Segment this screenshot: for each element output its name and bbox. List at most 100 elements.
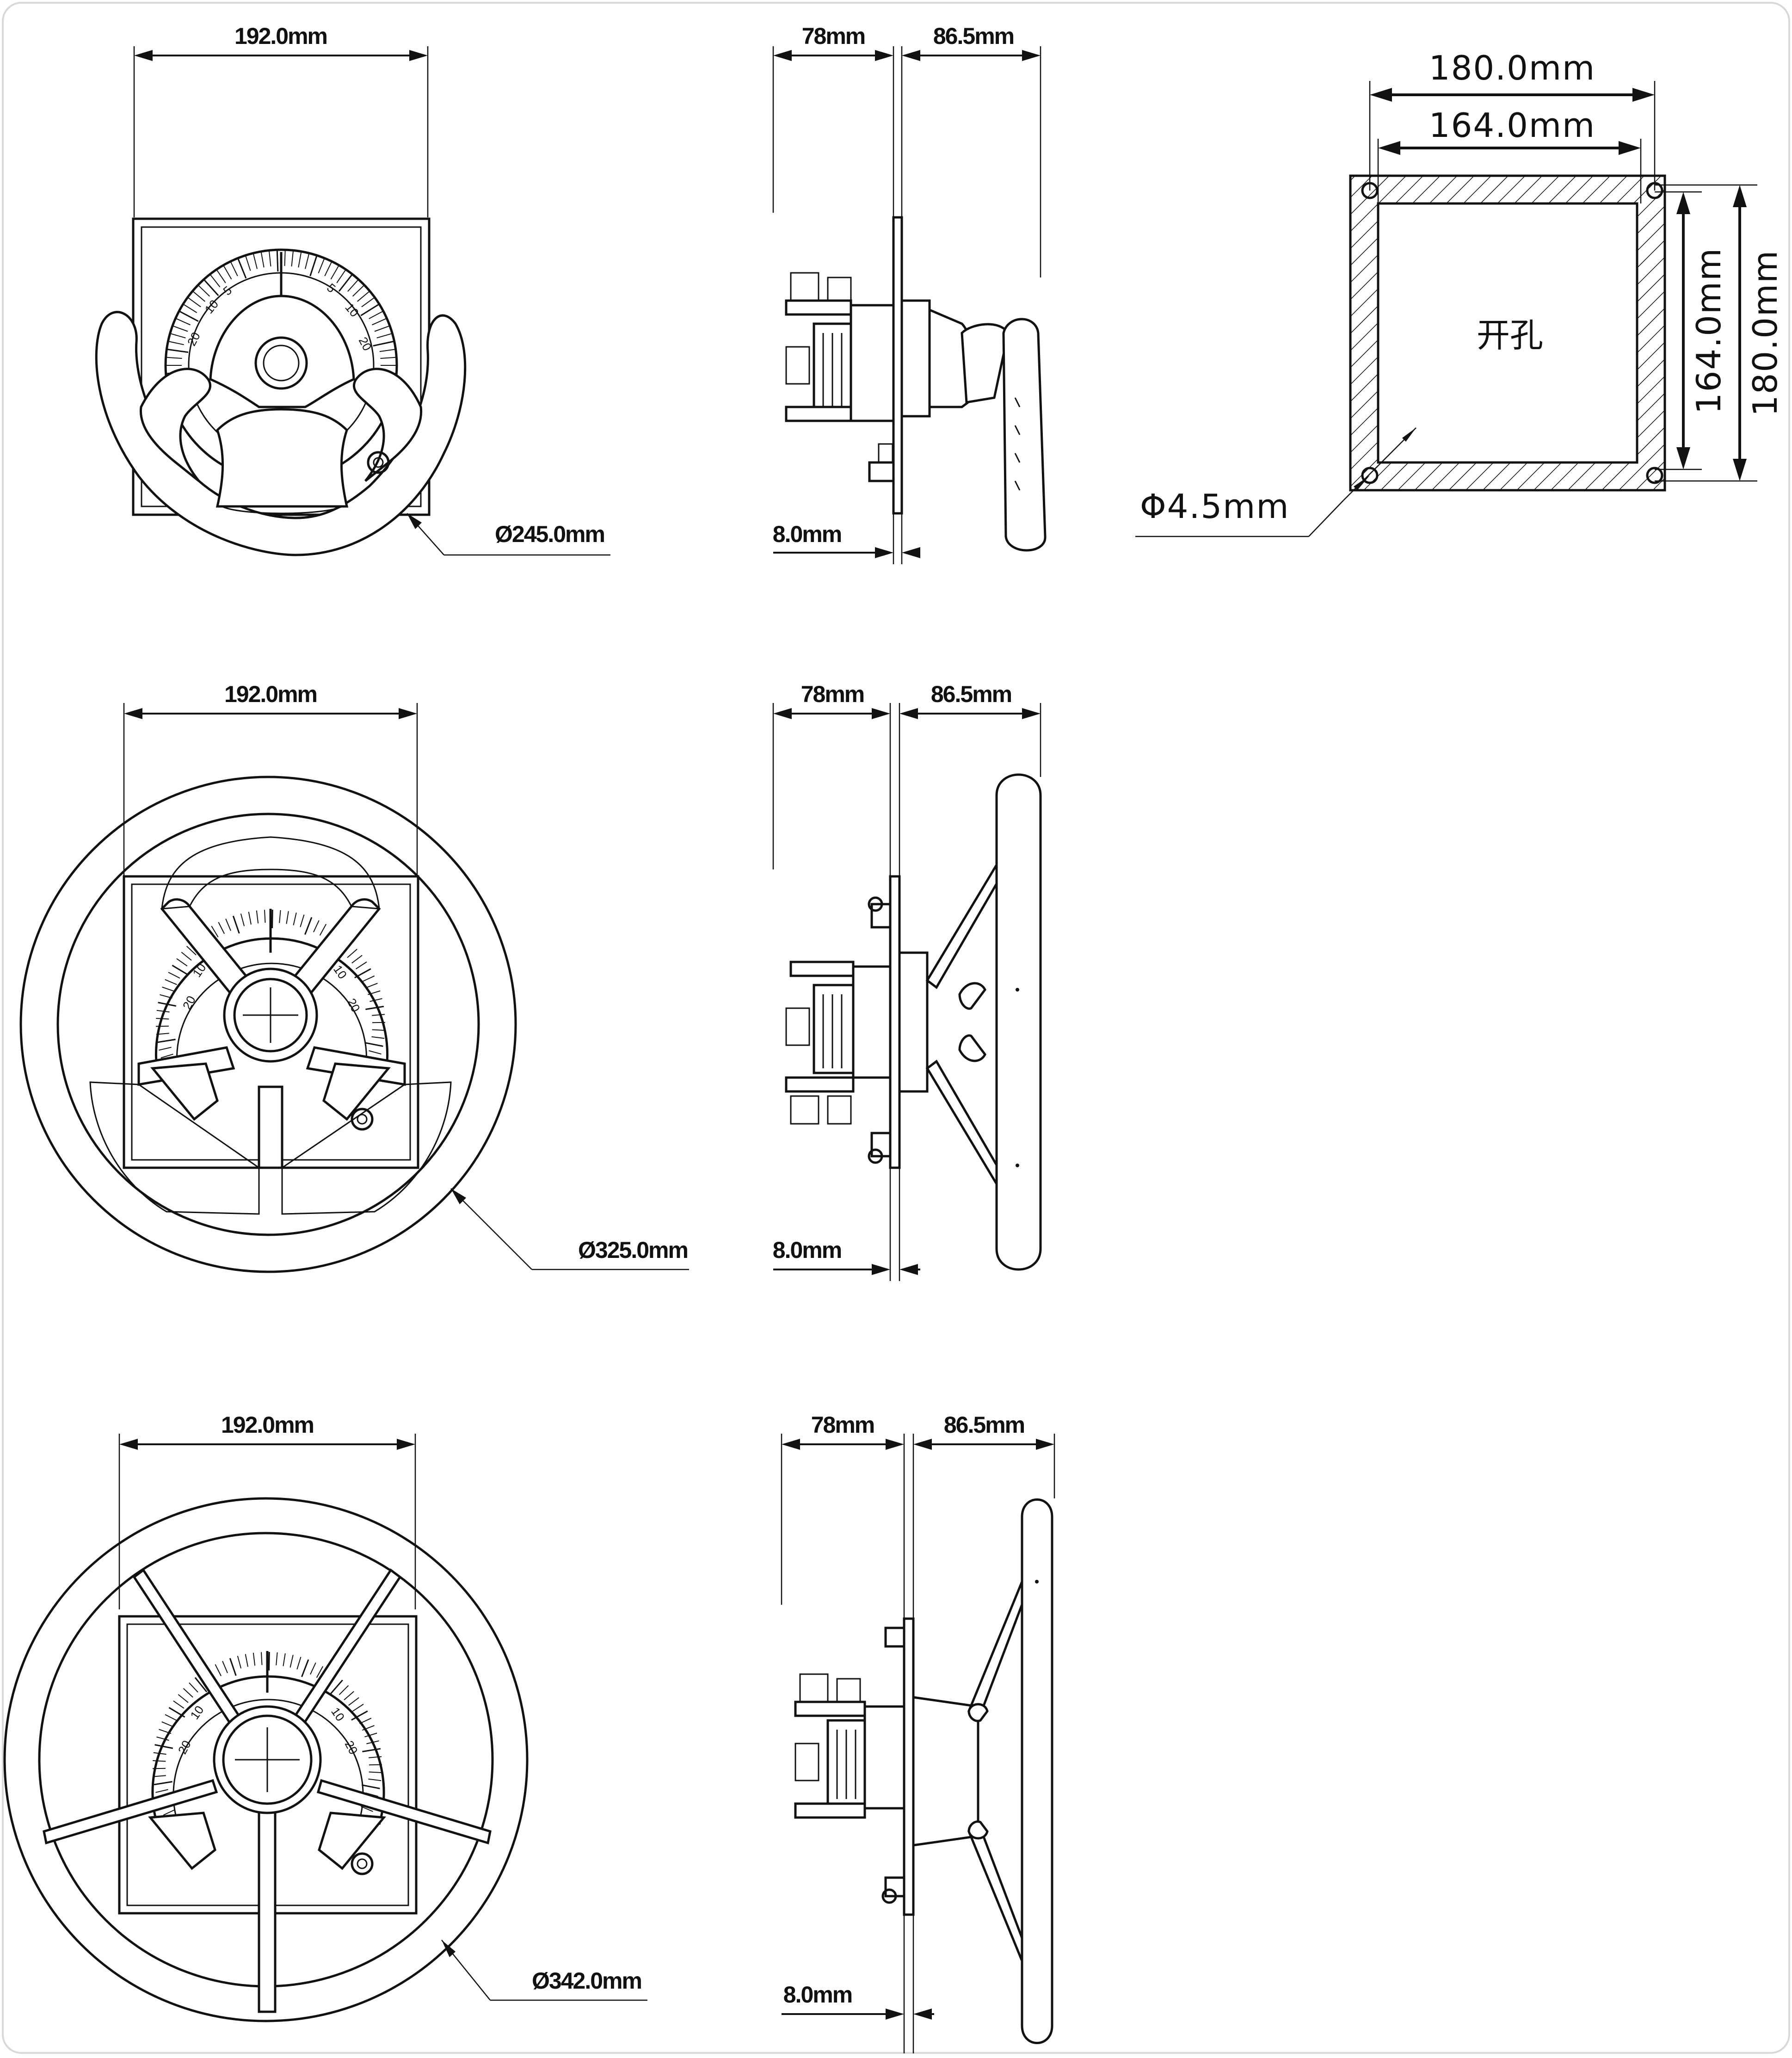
dial-tick: [291, 251, 294, 267]
view3-wheel-diameter-label: Ø342.0mm: [532, 1968, 641, 1994]
dial-tick: [203, 279, 219, 296]
dial-tick: [169, 341, 184, 345]
view2-front-width-label: 192.0mm: [224, 681, 317, 707]
dial-tick: [364, 1042, 383, 1047]
dial-tick: [216, 270, 226, 283]
dial-tick: [371, 318, 387, 326]
view3-side: 78mm 86.5mm 8.0mm: [781, 1412, 1055, 2053]
dial-tick: [360, 304, 379, 316]
view3-panel-thickness-label: 8.0mm: [783, 1982, 852, 2008]
dial-tick: [298, 252, 302, 268]
dial-tick: [279, 910, 281, 923]
dial-tick: [153, 1775, 166, 1777]
view3-front-width-label: 192.0mm: [221, 1412, 314, 1438]
dial-tick: [240, 913, 245, 926]
dial-tick: [354, 968, 371, 979]
dial-tick: [289, 1655, 294, 1668]
dial-tick: [369, 1756, 382, 1758]
cutout-inner-width-label: 164.0mm: [1429, 106, 1595, 145]
dial-tick: [344, 1691, 354, 1701]
dial-tick: [293, 912, 297, 925]
dial-tick: [245, 256, 251, 271]
dial-tick: [157, 1039, 176, 1043]
dial-tick: [361, 297, 375, 308]
dial-tick: [165, 1714, 177, 1721]
dial-tick: [189, 1682, 198, 1693]
dial-tick: [330, 1679, 343, 1694]
dial-tick: [179, 311, 199, 322]
dial-tick: [161, 1721, 174, 1727]
dial-tick: [163, 1809, 176, 1816]
dial-tick: [159, 1729, 172, 1734]
dial-tick: [210, 274, 221, 288]
dial-tick: [153, 1752, 166, 1755]
view1-side: 78mm 86.5mm 8.0mm: [772, 23, 1047, 564]
dial-tick: [373, 340, 394, 347]
dial-tick: [376, 333, 392, 339]
dial-tick: [158, 1002, 177, 1007]
dial-tick: [369, 1771, 382, 1773]
view2-side-depth-rear-label: 86.5mm: [931, 681, 1011, 707]
dial-tick: [347, 280, 358, 292]
dial-tick: [355, 961, 367, 970]
dial-tick: [318, 259, 325, 274]
dial-tick: [222, 1661, 228, 1673]
dial-tick: [304, 917, 313, 935]
cutout-outer-height-label: 180.0mm: [1746, 250, 1785, 416]
dial-tick: [261, 1652, 263, 1665]
dial-tick: [352, 285, 364, 297]
dial-tick: [154, 1744, 173, 1749]
dial-tick: [336, 270, 346, 283]
dial-tick: [154, 1781, 172, 1786]
dial-tick: [188, 297, 201, 308]
view1-wheel-diameter-label: Ø245.0mm: [495, 521, 604, 547]
dial-tick: [366, 1740, 379, 1744]
dial-tick: [301, 1659, 309, 1677]
dial-tick: [309, 256, 318, 277]
dial-tick: [156, 1018, 169, 1020]
dial-tick: [218, 922, 225, 934]
dial-tick: [372, 1029, 385, 1031]
dial-tick: [339, 1685, 349, 1695]
dial-tick: [347, 949, 357, 958]
dial-tick: [369, 1050, 382, 1055]
view1-side-depth-rear-label: 86.5mm: [933, 23, 1014, 49]
dial-tick: [173, 1700, 185, 1709]
dial-tick: [237, 259, 247, 279]
dial-tick: [286, 911, 289, 924]
view1-scale-right-1: 5: [324, 281, 338, 296]
dial-tick: [372, 1014, 385, 1016]
view2-side-depth-front-label: 78mm: [801, 681, 864, 707]
view1-scale-left-1: 20: [185, 330, 203, 348]
cutout-outer-width-label: 180.0mm: [1429, 49, 1595, 87]
dial-tick: [361, 1806, 373, 1812]
dial-tick: [276, 251, 279, 272]
dial-tick: [260, 252, 265, 268]
dial-tick: [361, 1784, 380, 1789]
view3-side-depth-front-label: 78mm: [811, 1412, 874, 1438]
dial-tick: [156, 1010, 170, 1013]
dial-tick: [183, 1688, 193, 1698]
dial-tick: [362, 975, 375, 982]
view1-panel-thickness-label: 8.0mm: [773, 521, 841, 547]
dial-tick: [173, 326, 188, 332]
dial-tick: [362, 1725, 375, 1731]
dial-tick: [365, 983, 378, 989]
dial-tick: [155, 1789, 168, 1793]
dial-tick: [176, 958, 188, 967]
dial-tick: [211, 925, 219, 937]
dial-tick: [368, 990, 381, 995]
dial-tick: [178, 1694, 189, 1703]
cutout-inner-height-label: 164.0mm: [1689, 247, 1728, 414]
dial-tick: [194, 1677, 208, 1693]
view3-front: 192.0mm 20 10 10 20 Ø342.0mm: [3, 1412, 647, 2022]
dial-tick: [357, 291, 369, 302]
dial-tick: [193, 291, 205, 302]
dial-tick: [351, 955, 363, 964]
view3-side-depth-rear-label: 86.5mm: [944, 1412, 1024, 1438]
dial-tick: [165, 979, 177, 985]
dial-tick: [153, 1760, 166, 1762]
dial-tick: [269, 251, 271, 267]
dial-tick: [316, 1666, 324, 1678]
